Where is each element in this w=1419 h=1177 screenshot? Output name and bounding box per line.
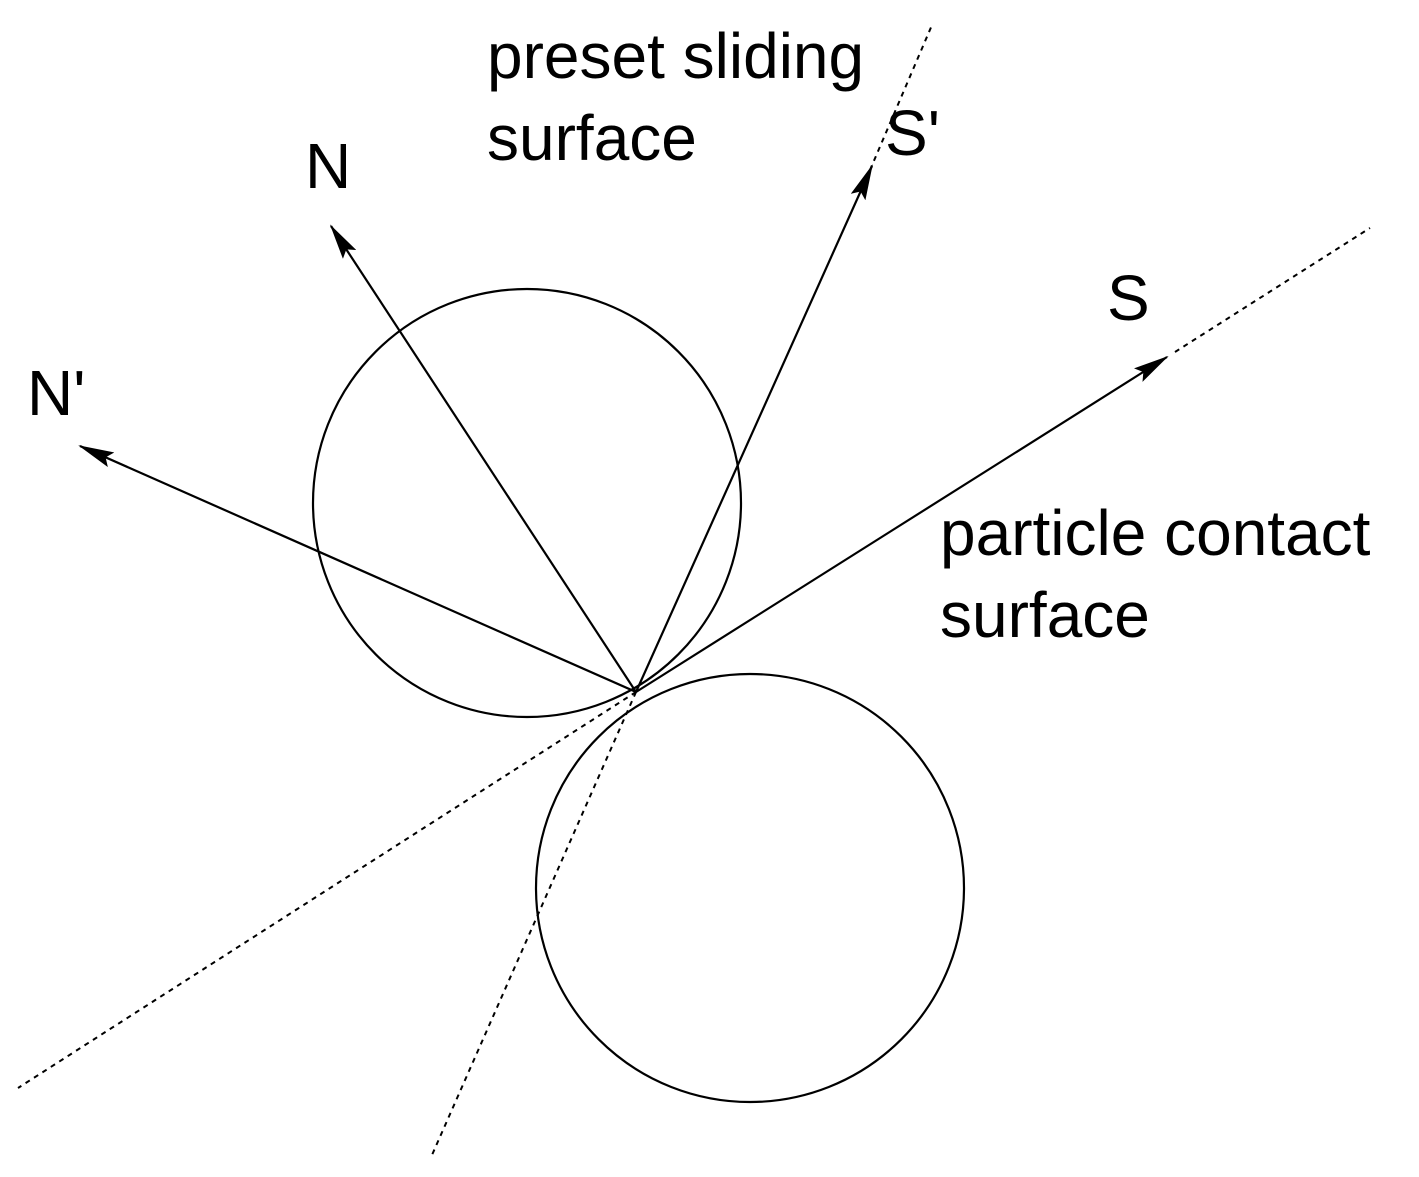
preset-sliding-surface-label-line2: surface — [487, 102, 697, 174]
normal-vector-N — [329, 224, 637, 693]
label-N: N — [305, 130, 351, 202]
particle-contact-surface-label-line1: particle contact — [940, 497, 1371, 569]
sliding-surface-dashed-extension-upper — [869, 24, 933, 171]
contact-surface-dashed-extension-upper — [1174, 227, 1371, 353]
normal-vector-N-prime — [78, 444, 637, 694]
lower-particle — [534, 672, 966, 1104]
label-N-prime: N' — [27, 357, 85, 429]
label-S-prime: S' — [885, 97, 940, 169]
shear-vector-S-prime — [634, 164, 874, 693]
particle-contact-surface-label-line2: surface — [940, 579, 1150, 651]
label-S: S — [1107, 262, 1150, 334]
contact-surface-dashed-extension-lower — [17, 691, 637, 1089]
shear-vector-S — [635, 355, 1169, 693]
upper-particle — [311, 287, 743, 719]
preset-sliding-surface-label-line1: preset sliding — [487, 20, 864, 92]
sliding-surface-dashed-extension-lower — [431, 691, 637, 1156]
